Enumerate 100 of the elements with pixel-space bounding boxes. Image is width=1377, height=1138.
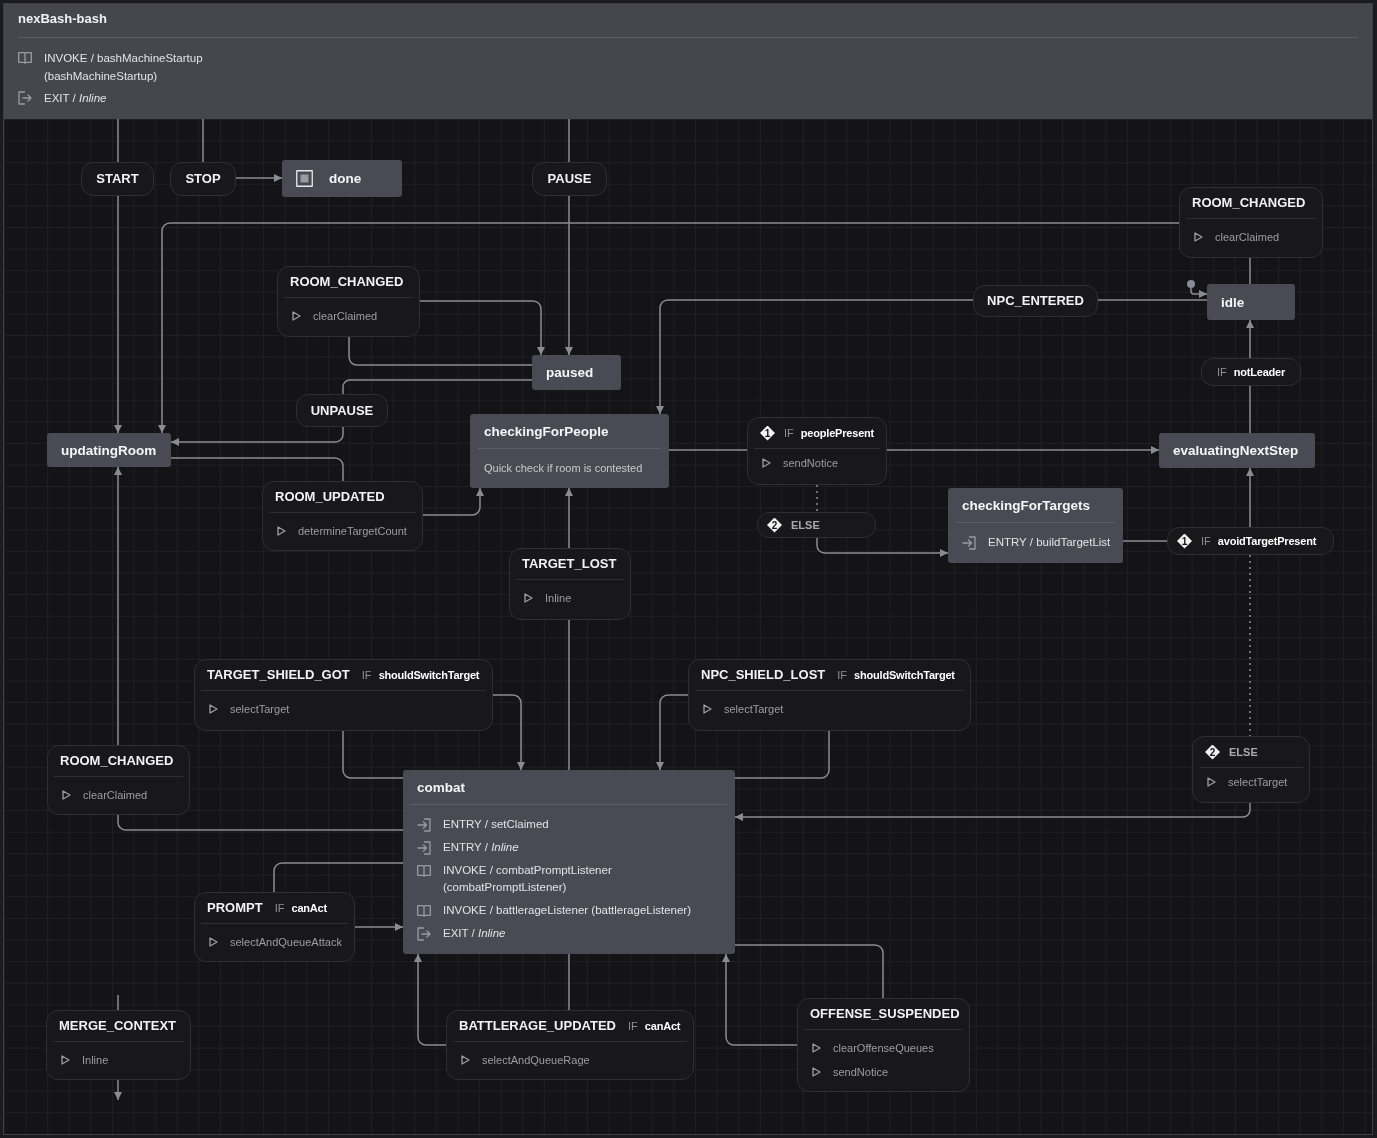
event-name: TARGET_LOST <box>522 556 617 572</box>
state-box <box>470 414 669 488</box>
transition-pill <box>688 659 971 731</box>
transition-pill <box>277 266 420 337</box>
action-label: selectTarget <box>1228 775 1288 790</box>
transition-pill <box>81 162 154 196</box>
transition-arrow <box>886 446 1160 454</box>
guard-condition: IF peoplePresent <box>784 426 874 441</box>
state-name: idle <box>1221 293 1245 311</box>
action-label: sendNotice <box>783 456 839 471</box>
transition-pill <box>1192 736 1310 803</box>
transition-pill <box>446 1010 694 1080</box>
invoke-action: INVOKE / bashMachineStartup (bashMachineStartup) <box>44 51 204 84</box>
transition-pill <box>1167 527 1334 555</box>
entry-action: ENTRY / setClaimed <box>443 817 549 832</box>
guard-condition: IF shouldSwitchTarget <box>837 668 955 683</box>
entry-action: ENTRY / Inline <box>443 840 519 855</box>
event-name: ROOM_CHANGED <box>60 753 174 769</box>
transition-line <box>568 619 570 771</box>
action-label: clearClaimed <box>313 309 378 324</box>
action-label: selectAndQueueAttack <box>230 935 342 950</box>
transition-line <box>568 953 570 1011</box>
state-name: paused <box>546 364 594 381</box>
transition-pill <box>747 417 887 485</box>
dotted-connector <box>816 484 818 513</box>
transition-arrow <box>1190 287 1208 298</box>
transition-pill <box>194 659 493 731</box>
action-label: determineTargetCount <box>298 524 407 539</box>
event-name: ROOM_UPDATED <box>275 489 385 505</box>
order-badge: 2 <box>767 517 782 533</box>
transition-pill <box>1201 358 1301 386</box>
order-badge: 1 <box>760 425 775 441</box>
state-box <box>532 355 621 390</box>
transition-line <box>170 457 344 482</box>
event-name: NPC_SHIELD_LOST <box>701 667 826 683</box>
action-label: clearClaimed <box>83 788 148 803</box>
transition-arrow <box>158 222 1180 434</box>
transition-line <box>342 730 404 779</box>
transition-line <box>1249 385 1251 434</box>
transition-arrow <box>235 174 283 182</box>
else-label: ELSE <box>1229 745 1258 760</box>
transition-arrow <box>114 195 122 434</box>
event-name: TARGET_SHIELD_GOT <box>207 667 350 683</box>
event-name: BATTLERAGE_UPDATED <box>459 1018 616 1034</box>
state-name: checkingForTargets <box>962 497 1091 514</box>
transition-arrow <box>722 953 798 1046</box>
transition-arrow <box>656 694 689 771</box>
transition-pill <box>47 745 190 815</box>
action-label: clearClaimed <box>1215 230 1280 245</box>
transition-arrow <box>1246 467 1254 528</box>
event-name: ROOM_CHANGED <box>1192 195 1306 211</box>
transition-arrow <box>816 537 949 557</box>
action-label: selectTarget <box>724 702 784 717</box>
invoke-action: INVOKE / combatPromptListener (combatPromptListener) <box>443 863 613 895</box>
transition-pill <box>194 892 355 962</box>
transition-arrow <box>114 466 122 746</box>
event-name: UNPAUSE <box>310 402 374 419</box>
transition-line <box>348 336 533 366</box>
entry-action: ENTRY / buildTargetList <box>988 535 1111 550</box>
state-box <box>403 770 735 954</box>
state-name: evaluatingNextStep <box>1173 442 1299 459</box>
event-name: PROMPT <box>207 900 263 916</box>
transition-pill <box>509 548 631 620</box>
else-label: ELSE <box>791 518 820 533</box>
action-label: Inline <box>82 1053 109 1068</box>
transition-pill <box>170 162 236 196</box>
transition-pill <box>296 394 388 427</box>
state-name: combat <box>417 779 465 796</box>
transition-pill <box>46 1010 191 1080</box>
transition-arrow <box>422 487 484 516</box>
guard-condition: IF canAct <box>627 1019 681 1034</box>
transition-line <box>1122 540 1168 542</box>
action-label: Inline <box>545 591 572 606</box>
transition-arrow <box>565 195 573 356</box>
transition-arrow <box>1246 319 1254 359</box>
event-name: ROOM_CHANGED <box>290 274 404 290</box>
action-label: clearOffenseQueues <box>833 1041 934 1056</box>
transition-line <box>668 449 748 451</box>
transition-arrow <box>419 300 545 356</box>
exit-action: EXIT / Inline <box>44 91 107 106</box>
state-box <box>1159 433 1315 468</box>
state-name: checkingForPeople <box>484 423 609 440</box>
event-name: NPC_ENTERED <box>987 293 1084 309</box>
transition-arrow <box>565 487 573 549</box>
transition-line <box>568 118 570 163</box>
action-label: selectAndQueueRage <box>482 1053 590 1068</box>
transition-pill <box>973 285 1098 317</box>
guard-condition: IF shouldSwitchTarget <box>361 668 480 683</box>
transition-line <box>1097 299 1208 301</box>
transition-line <box>117 994 119 1011</box>
event-name: MERGE_CONTEXT <box>59 1018 176 1034</box>
transition-line <box>734 944 884 999</box>
transition-pill <box>262 481 423 551</box>
state-box <box>282 160 402 197</box>
guard-condition: IF avoidTargetPresent <box>1201 534 1317 549</box>
initial-state-dot <box>1187 280 1195 288</box>
transition-arrow <box>354 923 404 931</box>
transition-pill <box>757 512 876 538</box>
invoke-action: INVOKE / battlerageListener (battlerageListener) <box>443 903 692 918</box>
transition-line <box>1249 257 1251 285</box>
